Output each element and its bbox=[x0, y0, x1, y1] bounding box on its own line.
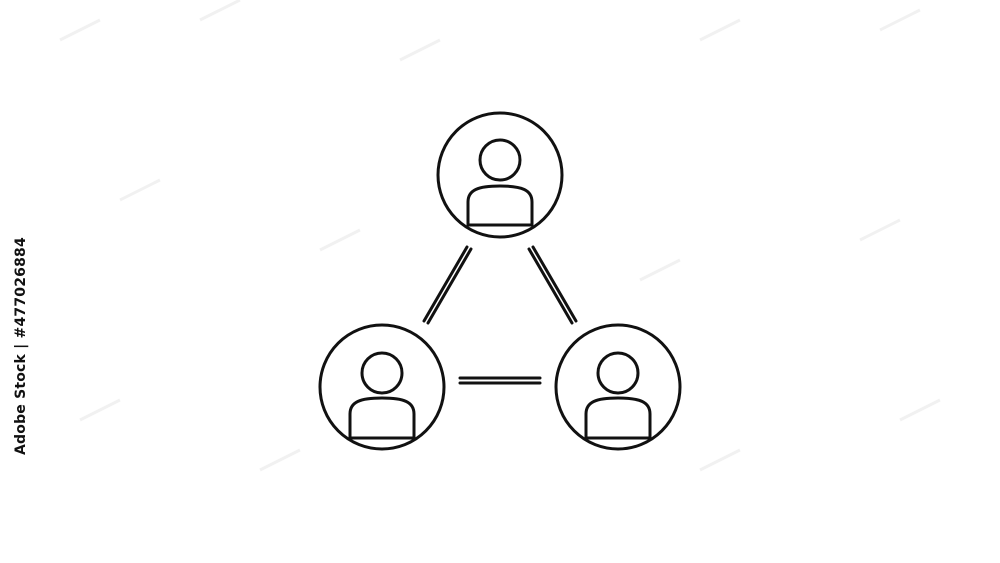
connector-left bbox=[422, 245, 473, 325]
connector-bottom bbox=[458, 376, 542, 385]
user-node-right bbox=[554, 323, 682, 451]
user-head-icon bbox=[360, 351, 404, 395]
user-node-top bbox=[436, 111, 564, 239]
user-body-icon bbox=[348, 396, 416, 440]
node-circle bbox=[554, 323, 682, 451]
user-head-icon bbox=[478, 138, 522, 182]
user-body-icon bbox=[466, 184, 534, 227]
connector-right bbox=[527, 245, 578, 325]
node-circle bbox=[436, 111, 564, 239]
node-circle bbox=[318, 323, 446, 451]
user-node-left bbox=[318, 323, 446, 451]
user-head-icon bbox=[596, 351, 640, 395]
stock-caption: Adobe Stock | #477026884 bbox=[13, 237, 29, 455]
user-body-icon bbox=[584, 396, 652, 440]
